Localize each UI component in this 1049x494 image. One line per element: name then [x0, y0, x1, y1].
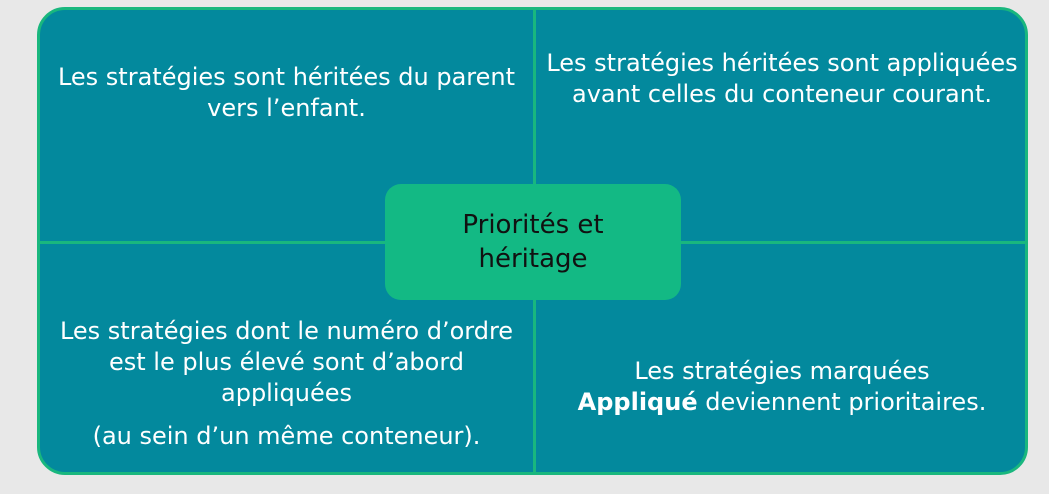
- quadrant-bottom-left-text: Les stratégies dont le numéro d’ordre es…: [59, 317, 514, 407]
- quadrant-bottom-right-rest: deviennent prioritaires.: [697, 388, 987, 416]
- applied-emphasis: Appliqué: [577, 388, 698, 416]
- quadrant-bottom-left-note: (au sein d’un même conteneur).: [92, 422, 481, 450]
- center-title: Priorités et héritage: [462, 210, 604, 274]
- quadrant-bottom-left: Les stratégies dont le numéro d’ordre es…: [40, 316, 533, 452]
- center-box: Priorités et héritage: [385, 184, 681, 300]
- quadrant-top-right-text: Les stratégies héritées sont appliquées …: [546, 49, 1018, 108]
- quadrant-bottom-right-line2: Appliqué deviennent prioritaires.: [536, 387, 1025, 418]
- quadrant-top-left-text: Les stratégies sont héritées du parent v…: [57, 63, 516, 122]
- quadrant-bottom-right: Les stratégies marquées Appliqué devienn…: [536, 356, 1025, 418]
- quadrant-bottom-right-line1: Les stratégies marquées: [634, 357, 930, 385]
- priority-diagram: Les stratégies sont héritées du parent v…: [37, 7, 1028, 475]
- quadrant-top-left: Les stratégies sont héritées du parent v…: [40, 62, 533, 124]
- quadrant-top-right: Les stratégies héritées sont appliquées …: [536, 48, 1025, 110]
